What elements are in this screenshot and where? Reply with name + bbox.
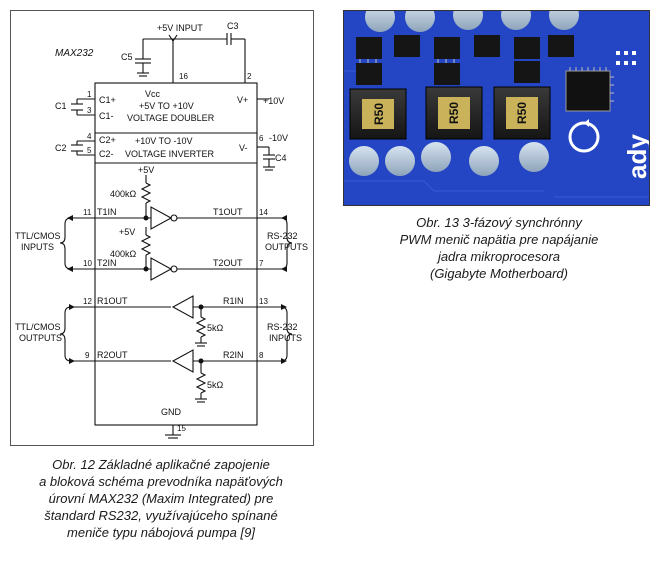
r2in-label: R2IN <box>223 350 244 360</box>
caption-line: jadra mikroprocesora <box>437 249 561 264</box>
c1-label: C1 <box>55 101 67 111</box>
rs232-outputs-2: OUTPUTS <box>265 242 308 252</box>
caption-line: (Gigabyte Motherboard) <box>429 266 568 281</box>
pin-1: 1 <box>87 90 92 99</box>
t2out-label: T2OUT <box>213 258 243 268</box>
inverter-line1: +10V TO -10V <box>135 136 192 146</box>
r5k-a: 5kΩ <box>207 323 224 333</box>
pwm-controller-chip <box>565 70 611 112</box>
pin-13: 13 <box>259 297 268 306</box>
pin-9: 9 <box>85 351 90 360</box>
r400k-a: 400kΩ <box>110 189 137 199</box>
caption-line: Obr. 12 Základné aplikačné zapojenie <box>52 457 270 472</box>
ttl-inputs-2: INPUTS <box>21 242 54 252</box>
motherboard-photo-drawing: R50 R50 R50 ady <box>344 11 649 205</box>
c1p-pin-label: C1+ <box>99 95 116 105</box>
pin-7: 7 <box>259 259 264 268</box>
plus10-label: +10V <box>263 96 284 106</box>
pin-3: 3 <box>87 106 92 115</box>
rs232-inputs-1: RS-232 <box>267 322 298 332</box>
caption-line: úrovní MAX232 (Maxim Integrated) pre <box>48 491 274 506</box>
figure-13-caption: Obr. 13 3-fázový synchrónny PWM menič na… <box>356 214 642 282</box>
vminus-label: V- <box>239 143 248 153</box>
capacitors-bottom <box>349 142 549 176</box>
r1in-label: R1IN <box>223 296 244 306</box>
c2m-pin-label: C2- <box>99 149 114 159</box>
c5-label: C5 <box>121 52 133 62</box>
pin-15: 15 <box>177 424 186 433</box>
c3-label: C3 <box>227 21 239 31</box>
pin-5: 5 <box>87 146 92 155</box>
pin-11: 11 <box>83 208 92 217</box>
pin-16: 16 <box>179 72 188 81</box>
figure-12-caption: Obr. 12 Základné aplikačné zapojenie a b… <box>14 456 308 541</box>
vcc-label: Vᴄᴄ <box>145 89 161 99</box>
caption-line: štandard RS232, využívajúceho spínané <box>44 508 278 523</box>
t1out-label: T1OUT <box>213 207 243 217</box>
plus5v-a: +5V <box>138 165 154 175</box>
caption-line: meniče typu nábojová pumpa [9] <box>67 525 255 540</box>
chip-name: MAX232 <box>55 48 94 59</box>
doubler-line1: +5V TO +10V <box>139 101 194 111</box>
rs232-inputs-2: INPUTS <box>269 333 302 343</box>
brand-text: ady <box>622 134 649 179</box>
r5k-b: 5kΩ <box>207 380 224 390</box>
c2-label: C2 <box>55 143 67 153</box>
doubler-line2: VOLTAGE DOUBLER <box>127 113 215 123</box>
ttl-inputs-1: TTL/CMOS <box>15 231 61 241</box>
caption-line: PWM menič napätia pre napájanie <box>399 232 599 247</box>
max232-schematic: +5V INPUT MAX232 C5 C3 16 2 Vᴄᴄ +5V TO +… <box>15 21 308 439</box>
plus5v-b: +5V <box>119 227 135 237</box>
r2out-label: R2OUT <box>97 350 128 360</box>
choke-2-label: R50 <box>447 102 461 124</box>
ttl-outputs-1: TTL/CMOS <box>15 322 61 332</box>
pin-2: 2 <box>247 72 252 81</box>
minus10-label: -10V <box>269 133 288 143</box>
pin-12: 12 <box>83 297 92 306</box>
input-label: +5V INPUT <box>157 23 203 33</box>
caption-line: Obr. 13 3-fázový synchrónny <box>416 215 582 230</box>
gnd-label: GND <box>161 407 182 417</box>
rs232-outputs-1: RS-232 <box>267 231 298 241</box>
pin-4: 4 <box>87 132 92 141</box>
inverter-line2: VOLTAGE INVERTER <box>125 149 215 159</box>
r1out-label: R1OUT <box>97 296 128 306</box>
c2p-pin-label: C2+ <box>99 135 116 145</box>
pin-10: 10 <box>83 259 92 268</box>
motherboard-photo: R50 R50 R50 ady <box>343 10 650 206</box>
caption-line: a bloková schéma prevodníka napäťových <box>39 474 283 489</box>
t1in-label: T1IN <box>97 207 117 217</box>
choke-1-label: R50 <box>372 103 386 125</box>
c4-label: C4 <box>275 153 287 163</box>
r400k-b: 400kΩ <box>110 249 137 259</box>
t2in-label: T2IN <box>97 258 117 268</box>
vplus-label: V+ <box>237 95 248 105</box>
ttl-outputs-2: OUTPUTS <box>19 333 62 343</box>
chip-body <box>94 82 258 426</box>
pin-8: 8 <box>259 351 264 360</box>
choke-3-label: R50 <box>515 102 529 124</box>
capacitors-top <box>365 11 579 32</box>
pin-14: 14 <box>259 208 268 217</box>
max232-schematic-figure: +5V INPUT MAX232 C5 C3 16 2 Vᴄᴄ +5V TO +… <box>10 10 314 446</box>
pin-6: 6 <box>259 134 264 143</box>
chokes: R50 R50 R50 <box>349 86 551 140</box>
c1m-pin-label: C1- <box>99 111 114 121</box>
